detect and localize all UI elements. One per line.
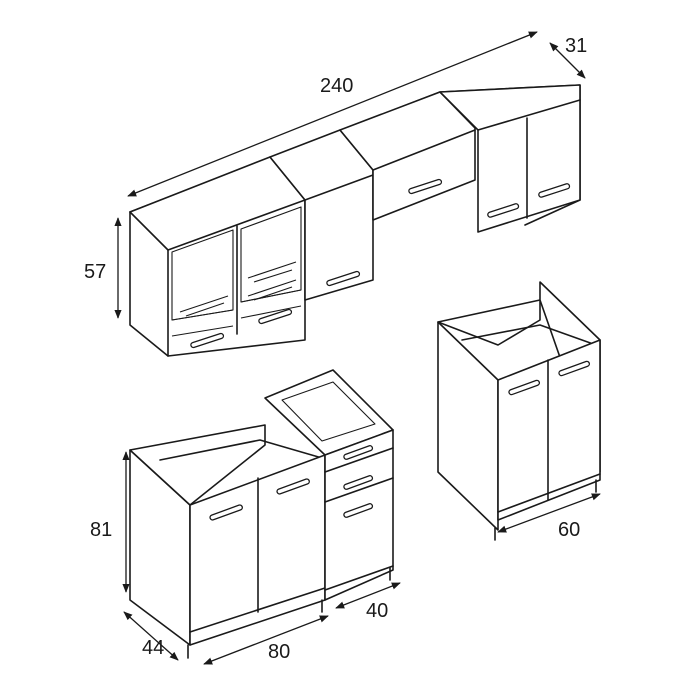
handle-icon bbox=[487, 203, 520, 218]
dim-upper-height: 57 bbox=[84, 261, 106, 283]
dim-upper-depth: 31 bbox=[565, 35, 587, 57]
dim-drawer-width: 40 bbox=[366, 600, 388, 622]
dim-base-depth: 44 bbox=[142, 637, 164, 659]
base-cabinets bbox=[129, 369, 394, 659]
handle-icon bbox=[343, 475, 374, 490]
handle-icon bbox=[343, 445, 374, 460]
dim-upper-width: 240 bbox=[320, 75, 353, 97]
dim-base-height: 81 bbox=[90, 519, 112, 541]
handle-icon bbox=[508, 379, 541, 396]
handle-icon bbox=[258, 308, 293, 325]
handle-icon bbox=[558, 360, 591, 377]
handle-icon bbox=[209, 504, 243, 521]
handle-icon bbox=[326, 270, 361, 287]
handle-icon bbox=[343, 503, 374, 518]
dim-tall-width: 60 bbox=[558, 519, 580, 541]
handle-icon bbox=[538, 183, 571, 198]
handle-icon bbox=[276, 478, 310, 495]
tall-base-cabinet bbox=[437, 281, 601, 541]
dim-sink-width: 80 bbox=[268, 641, 290, 663]
handle-icon bbox=[190, 332, 225, 349]
